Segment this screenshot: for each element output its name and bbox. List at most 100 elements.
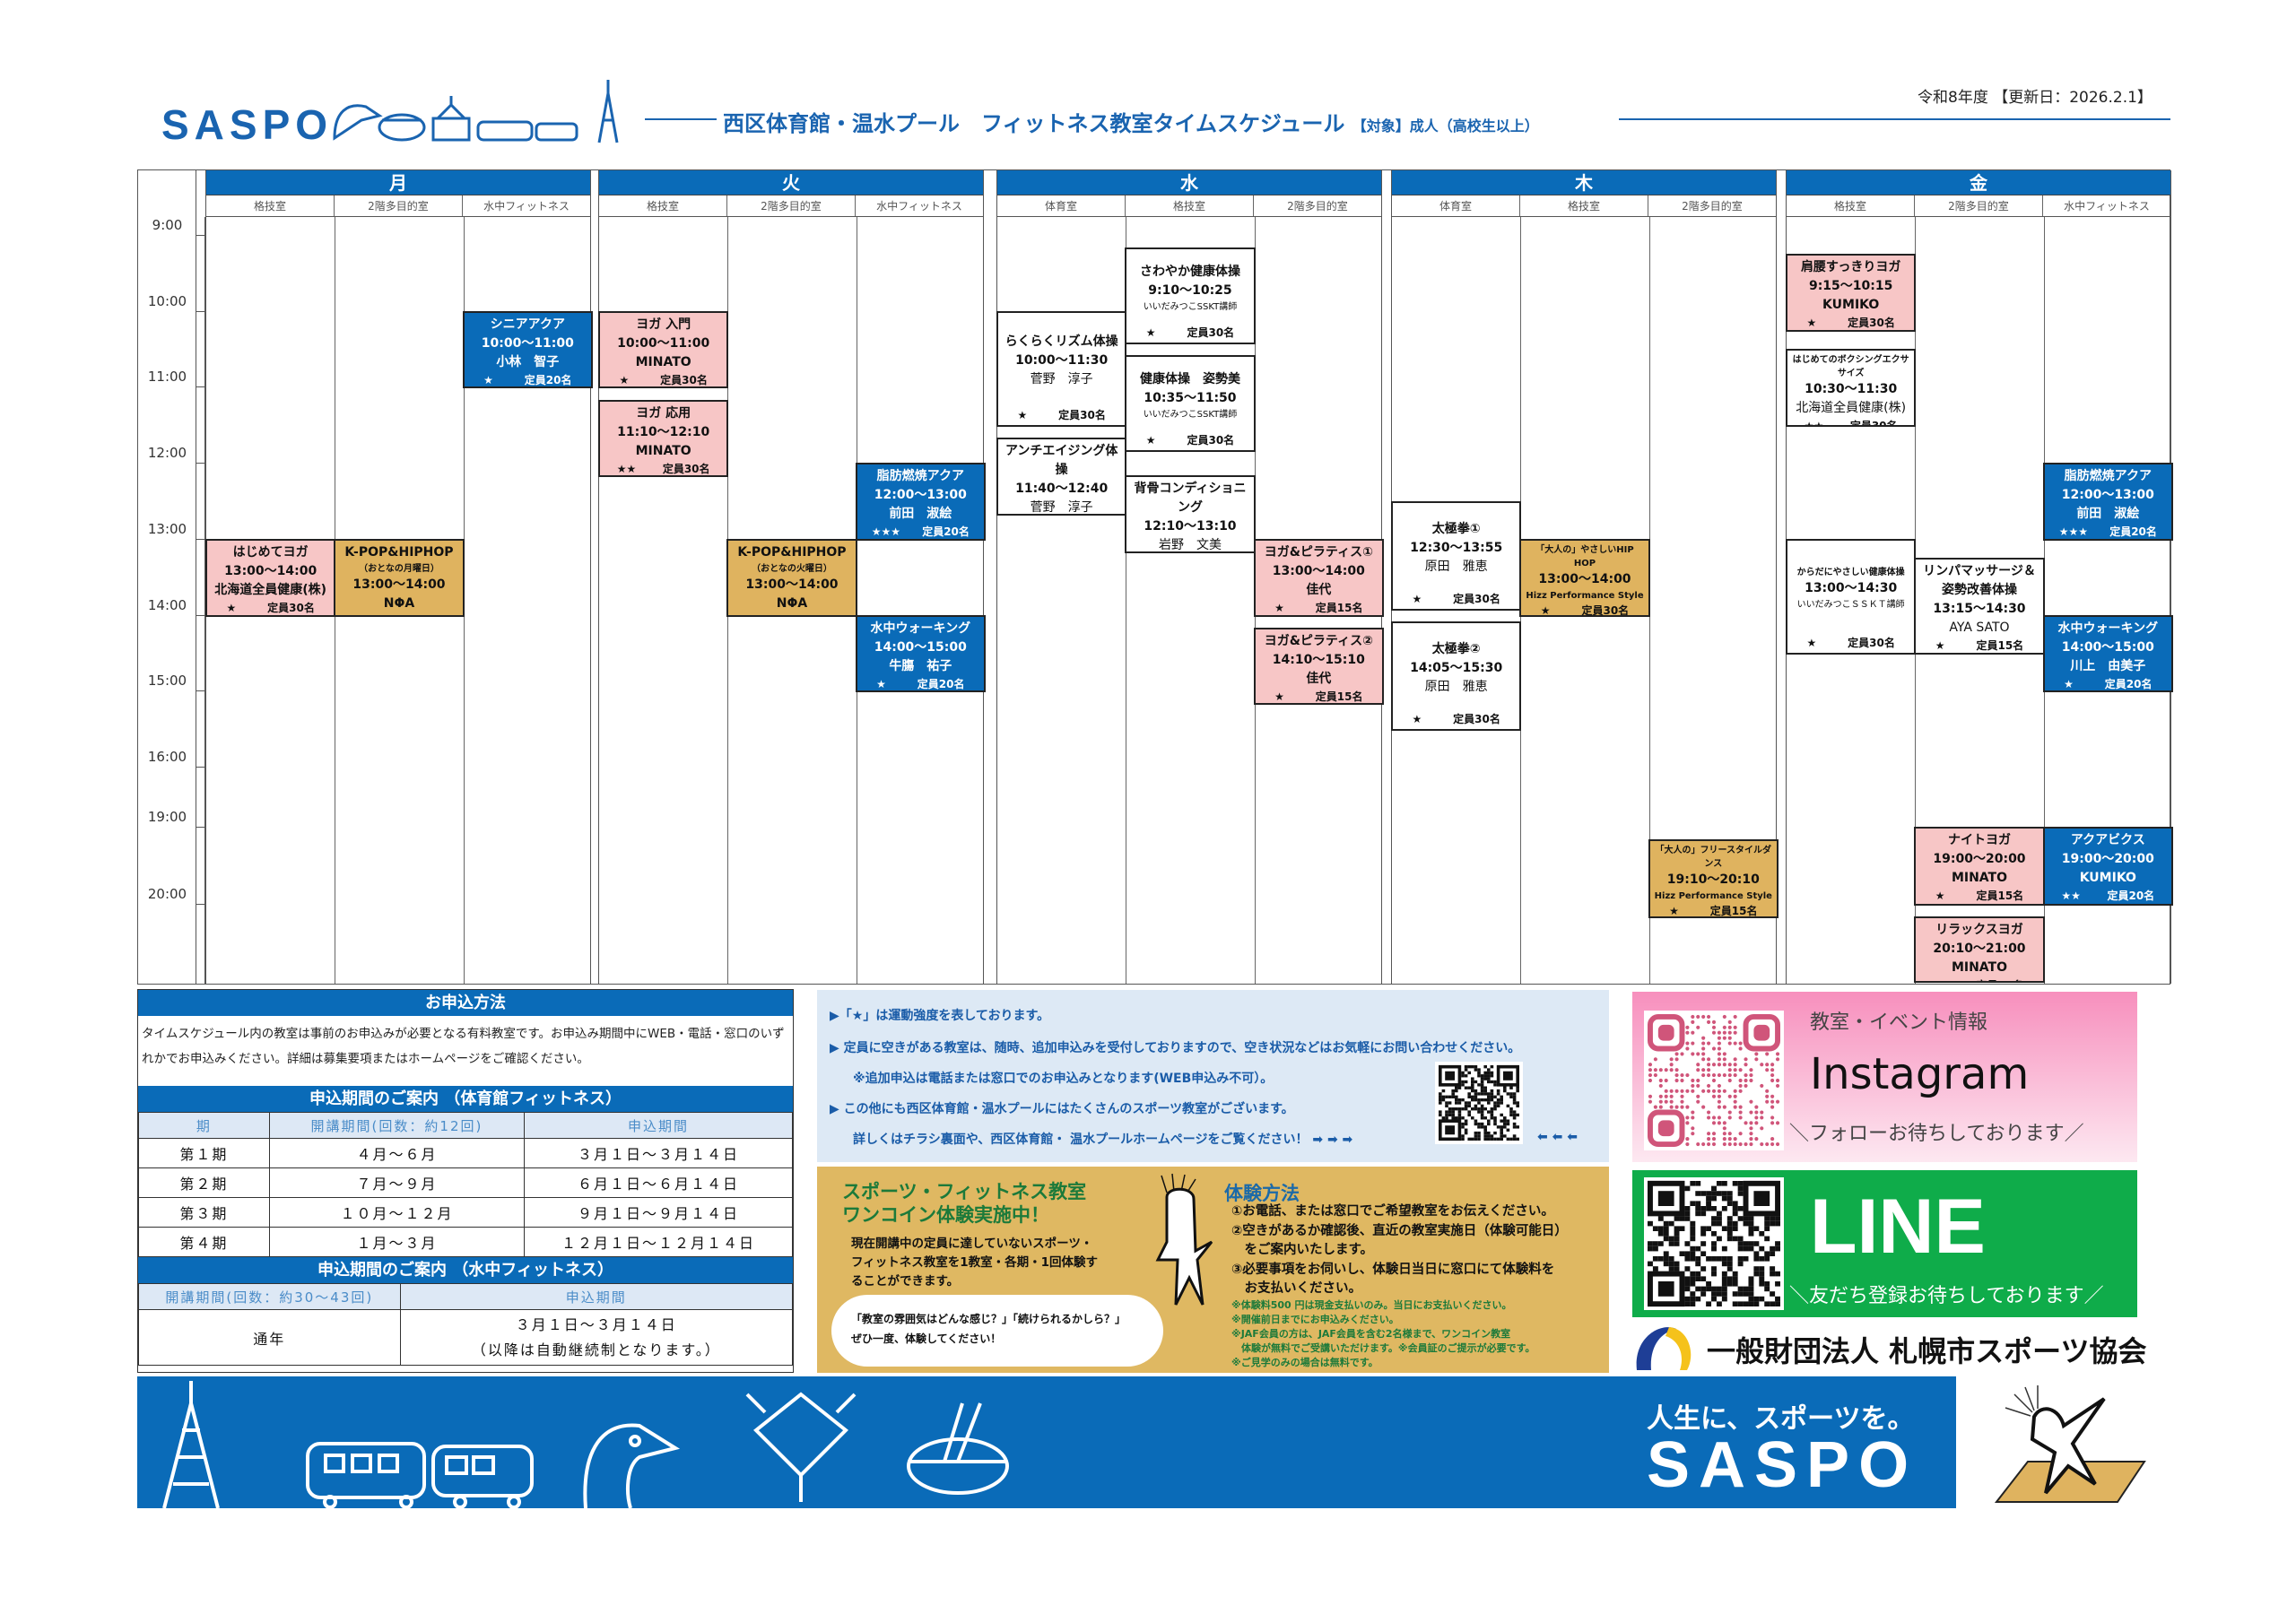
class-subtitle: （おとなの火曜日） [752,563,832,574]
step: ③必要事項をお伺いし、体験日当日に窓口にて体験料を [1231,1262,1555,1277]
class-instructor: Hizz Performance Style [1526,590,1644,601]
class-title: ヨガ 応用 [636,405,691,421]
class-instructor: いいだみつこSSKT講師 [1143,410,1238,421]
intensity-stars: ★ [226,601,237,614]
time-tick [196,904,205,905]
apply-text: タイムスケジュール内の教室は事前のお申込みが必要となる有料教室です。お申込み期間… [142,1027,785,1066]
time-column [138,170,196,984]
line-follow: ＼友だち登録お待ちしております／ [1789,1285,2104,1307]
room-header: 水中フィットネス [483,200,570,213]
term: 第１期 [138,1138,270,1168]
class-time: 10:00～11:00 [481,335,574,351]
class-title: 太極拳② [1431,641,1481,656]
class-capacity: 定員20名 [524,373,572,386]
fine-line: 体験が無料でご受講いただけます。※会員証のご提示が必要です。 [1231,1342,1535,1354]
room-header: 格技室 [1126,195,1254,216]
class-title: アクアビクス [2070,833,2145,847]
class-instructor: 川上 由美子 [2070,658,2146,673]
method-title: 体験方法 [1224,1183,1300,1204]
instagram-qr-code[interactable] [1644,1011,1784,1150]
course-period: ４月～６月 [268,1138,526,1168]
class-capacity: 定員30名 [1058,408,1106,421]
class-instructor: MINATO [1951,871,2008,885]
class-time: 13:00～14:00 [1538,571,1631,586]
instagram-follow: ＼フォローお待ちしております／ [1789,1123,2084,1145]
class-instructor: 北海道全員健康(株) [214,582,327,597]
course-period: １月～３月 [268,1227,526,1257]
class-capacity: 定員30名 [662,462,710,475]
intensity-stars: ★★ [2061,890,2081,902]
class-instructor: 前田 淑絵 [2076,507,2140,522]
update-date: 令和8年度 【更新日：2026.2.1】 [1918,89,2152,107]
intensity-stars: ★ [876,677,886,690]
time-label: 15:00 [147,673,187,690]
association-name: 一般財団法人 札幌市スポーツ協会 [1707,1334,2147,1368]
intensity-stars: ★ [1806,317,1817,330]
day-header: 木 [1392,170,1776,195]
class-time: 9:15～10:15 [1808,279,1893,294]
class-capacity: 定員30名 [1581,603,1630,617]
class-instructor: 小林 智子 [496,354,560,369]
intensity-stars: ★ [1145,434,1156,447]
class-time: 13:00～14:00 [745,577,839,592]
time-label: 9:00 [152,217,183,233]
class-time: 10:30～11:30 [1805,382,1898,397]
class-time: 19:00～20:00 [2061,852,2154,866]
class-time: 19:00～20:00 [1933,852,2026,866]
homepage-qr-code[interactable] [1435,1062,1523,1144]
line-qr-code[interactable] [1644,1177,1784,1310]
class-capacity: 定員15名 [1976,890,2024,902]
class-title: からだにやさしい健康体操 [1796,568,1905,578]
class-time: 11:40～12:40 [1015,481,1109,496]
intensity-stars: ★ [355,613,365,615]
class-title: はじめてのボクシングエクササイズ [1792,355,1909,379]
course-period: １０月～１２月 [268,1197,526,1228]
class-title: ヨガ 入門 [636,317,691,332]
class-time: 12:10～13:10 [1144,519,1237,534]
instagram-panel[interactable]: 教室・イベント情報 Instagram ＼フォローお待ちしております／ [1632,992,2137,1162]
class-capacity: 定員20名 [2107,890,2155,902]
class-time: 14:00～15:00 [874,639,967,655]
pool-period-title: 申込期間のご案内 （水中フィットネス） [138,1257,793,1283]
class-title: 水中ウォーキング [870,621,971,636]
class-time: 13:15～14:30 [1933,602,2026,617]
class-title: K-POP&HIPHOP [344,544,454,560]
class-time: 9:10～10:25 [1148,283,1232,299]
fine-line: ※JAF会員の方は、JAF会員を含む2名様まで、ワンコイン教室 [1231,1328,1511,1340]
apply-note: （以降は自動継続制となります。） [471,1341,721,1358]
mascot-yoga-icon [1994,1385,2146,1503]
class-event[interactable]: K-POP&HIPHOP（おとなの火曜日）13:00～14:00NΦA★定員15… [726,538,857,617]
class-event[interactable]: K-POP&HIPHOP（おとなの月曜日）13:00～14:00NΦA★定員15… [334,538,465,617]
banner-logo: SASPO [1647,1429,1918,1501]
line-panel[interactable]: LINE ＼友だち登録お待ちしております／ [1632,1170,2137,1317]
